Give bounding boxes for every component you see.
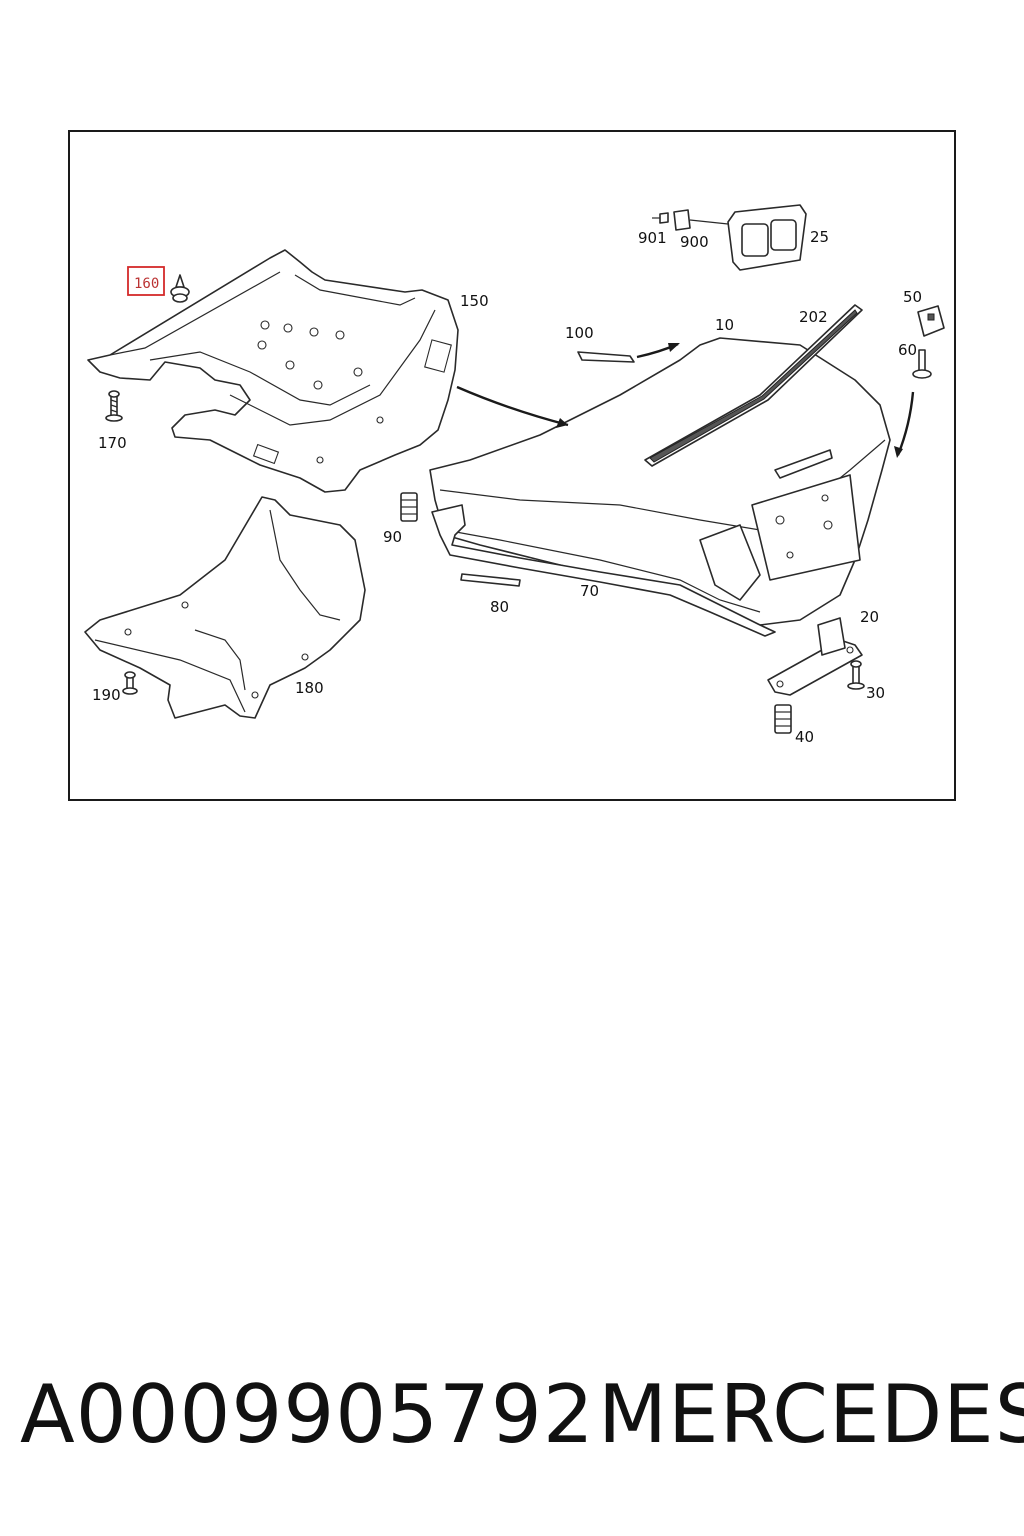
part-40-buffer[interactable] xyxy=(774,704,792,734)
callout-30[interactable]: 30 xyxy=(866,684,885,702)
callout-50[interactable]: 50 xyxy=(903,288,922,306)
assembly-arrows xyxy=(456,342,915,458)
callout-25[interactable]: 25 xyxy=(810,228,829,246)
part-901-terminal[interactable] xyxy=(652,212,669,224)
callout-150[interactable]: 150 xyxy=(460,292,489,310)
part-50-bracket[interactable] xyxy=(917,305,945,337)
callout-80[interactable]: 80 xyxy=(490,598,509,616)
callout-170[interactable]: 170 xyxy=(98,434,127,452)
callout-180[interactable]: 180 xyxy=(295,679,324,697)
part-number: A0009905792 xyxy=(20,1368,595,1461)
part-30-bolt[interactable] xyxy=(847,660,865,690)
part-150-trunk-liner[interactable] xyxy=(87,249,459,493)
part-60-bolt[interactable] xyxy=(912,349,932,379)
callout-190[interactable]: 190 xyxy=(92,686,121,704)
callout-20[interactable]: 20 xyxy=(860,608,879,626)
part-20-lock[interactable] xyxy=(767,617,863,696)
brand-name: MERCEDES xyxy=(598,1368,1024,1461)
part-180-trim-panel[interactable] xyxy=(84,496,366,719)
part-202-brake-light[interactable] xyxy=(644,304,863,467)
part-70-seal[interactable] xyxy=(431,504,776,637)
callout-10[interactable]: 10 xyxy=(715,316,734,334)
part-900-connector[interactable] xyxy=(673,209,729,231)
highlight-box-160 xyxy=(127,266,165,296)
part-190-screw[interactable] xyxy=(122,671,138,695)
part-160-clip[interactable] xyxy=(170,274,190,303)
part-170-screw[interactable] xyxy=(105,390,123,422)
callout-40[interactable]: 40 xyxy=(795,728,814,746)
callout-901[interactable]: 901 xyxy=(638,229,667,247)
part-80-strip[interactable] xyxy=(460,573,521,587)
part-90-buffer[interactable] xyxy=(400,492,418,522)
callout-90[interactable]: 90 xyxy=(383,528,402,546)
part-100-emblem[interactable] xyxy=(577,351,635,363)
callout-60[interactable]: 60 xyxy=(898,341,917,359)
callout-100[interactable]: 100 xyxy=(565,324,594,342)
callout-70[interactable]: 70 xyxy=(580,582,599,600)
callout-202[interactable]: 202 xyxy=(799,308,828,326)
callout-900[interactable]: 900 xyxy=(680,233,709,251)
callout-160[interactable]: 160 xyxy=(134,276,159,292)
footer: A0009905792 MERCEDES xyxy=(0,1368,1024,1478)
part-25-switch[interactable] xyxy=(727,204,807,271)
part-10-trunk-lid[interactable] xyxy=(429,337,891,626)
